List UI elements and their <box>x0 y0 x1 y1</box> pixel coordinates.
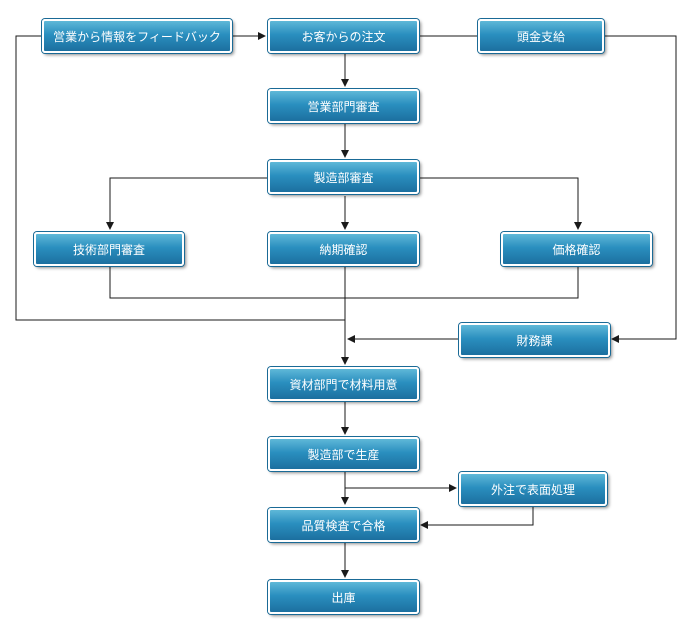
node-materials-prep: 資材部門で材料用意 <box>268 367 419 401</box>
connector-production-to-surface <box>344 472 457 492</box>
connector-tech-merge <box>109 266 579 299</box>
node-deposit: 頭金支給 <box>478 19 604 53</box>
node-production: 製造部で生産 <box>268 437 419 471</box>
node-sales-review: 営業部門審査 <box>268 89 419 123</box>
node-tech-review: 技術部門審査 <box>34 232 184 266</box>
connector-mfg-to-price <box>420 177 582 230</box>
node-price-check: 価格確認 <box>501 232 652 266</box>
connector-mfg-to-tech <box>106 177 268 230</box>
connector-deposit-to-finance <box>604 35 677 343</box>
node-sales-feedback: 営業から情報をフィードバック <box>42 19 232 53</box>
node-quality-pass: 品質検査で合格 <box>268 508 419 542</box>
connector-feedback-loop <box>15 35 345 321</box>
node-finance: 財務課 <box>459 323 610 357</box>
node-delivery-check: 納期確認 <box>268 232 419 266</box>
node-surface-treatment: 外注で表面処理 <box>459 472 607 506</box>
node-shipping: 出庫 <box>268 580 419 614</box>
node-customer-order: お客からの注文 <box>268 19 419 53</box>
connector-surface-to-quality <box>420 506 534 529</box>
node-manufacturing-review: 製造部審査 <box>268 160 419 194</box>
